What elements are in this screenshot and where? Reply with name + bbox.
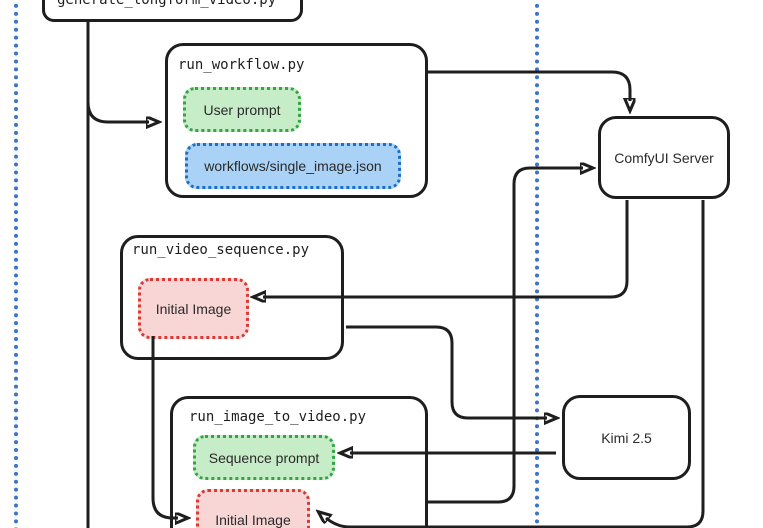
pill-initial-image-i2v-label: Initial Image	[215, 512, 291, 528]
arrow-run-workflow-to-comfyui[interactable]	[428, 70, 630, 101]
node-generate-longform-video[interactable]	[42, 0, 303, 22]
pill-workflow-json-label: workflows/single_image.json	[204, 158, 382, 174]
pill-sequence-prompt[interactable]: Sequence prompt	[193, 435, 335, 480]
node-comfyui-server[interactable]: ComfyUI Server	[598, 116, 730, 199]
node-run-workflow-title: run_workflow.py	[178, 57, 305, 73]
pill-initial-image-sequence[interactable]: Initial Image	[138, 278, 249, 339]
node-run-image-to-video-title: run_image_to_video.py	[189, 409, 367, 425]
pill-sequence-prompt-label: Sequence prompt	[208, 449, 320, 466]
node-run-video-sequence-title: run_video_sequence.py	[132, 242, 310, 258]
node-kimi[interactable]: Kimi 2.5	[562, 395, 691, 480]
arrow-run-image-to-video-to-comfyui[interactable]	[428, 168, 583, 504]
node-kimi-label: Kimi 2.5	[601, 429, 652, 446]
arrow-generate-to-run-workflow[interactable]	[86, 101, 149, 122]
pill-workflow-json[interactable]: workflows/single_image.json	[185, 143, 401, 189]
node-run-workflow[interactable]: User prompt workflows/single_image.json	[165, 43, 428, 198]
pill-initial-image-sequence-label: Initial Image	[155, 300, 232, 317]
pill-initial-image-i2v[interactable]: Initial Image	[196, 489, 310, 528]
node-comfyui-server-label: ComfyUI Server	[614, 149, 714, 166]
node-generate-longform-video-title: generate_longform_video.py	[57, 0, 277, 8]
swimlane-divider-left[interactable]	[14, 0, 18, 528]
pill-user-prompt-label: User prompt	[203, 101, 281, 118]
swimlane-divider-right[interactable]	[535, 0, 539, 528]
pill-user-prompt[interactable]: User prompt	[183, 87, 301, 132]
